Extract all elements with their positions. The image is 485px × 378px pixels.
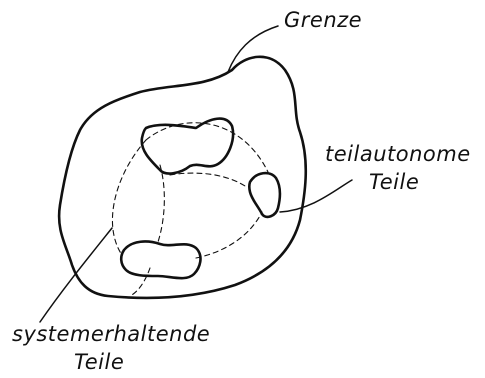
label-maintaining-line1: systemerhaltende	[12, 322, 210, 346]
label-autonomous-line2: Teile	[369, 170, 419, 194]
connection-line	[170, 173, 248, 188]
label-boundary: Grenze	[284, 8, 362, 32]
subsystem-right	[249, 173, 280, 217]
connection-line	[112, 140, 146, 255]
subsystem-upper	[142, 119, 233, 174]
subsystem-lower	[121, 242, 200, 279]
label-autonomous-line1: teilautonome	[325, 142, 471, 166]
connection-line	[146, 123, 268, 172]
connection-line	[196, 212, 262, 258]
leader-line-autonomous	[280, 180, 352, 212]
system-boundary	[59, 57, 306, 298]
label-maintaining-line2: Teile	[74, 350, 124, 374]
connection-line	[130, 268, 150, 296]
connection-line	[158, 165, 164, 242]
